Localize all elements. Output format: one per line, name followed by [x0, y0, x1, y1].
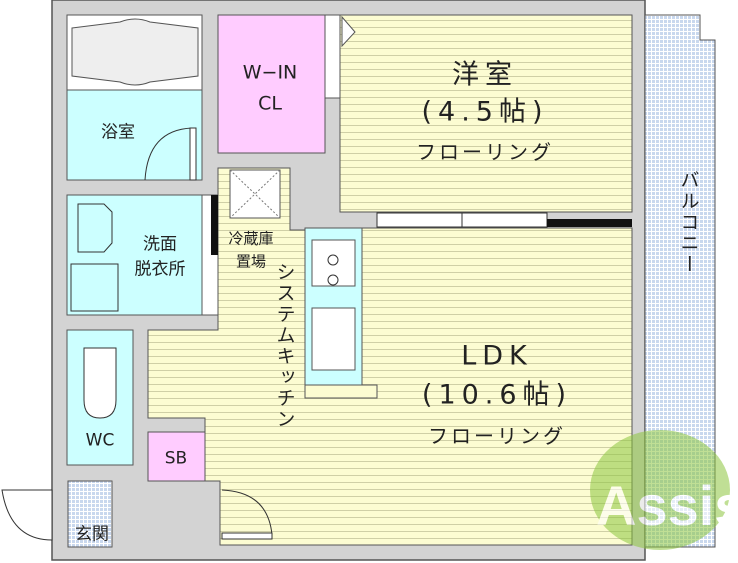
logo-text: Assist — [596, 474, 738, 537]
walk-in-closet — [217, 14, 326, 154]
assist-logo: Assist — [590, 430, 738, 550]
bathroom — [66, 89, 203, 181]
closet-label-1: W−IN — [242, 61, 298, 84]
entrance-tile — [67, 480, 113, 548]
ldk-size: (10.6帖) — [421, 379, 573, 411]
western-room-name: 洋室 — [452, 59, 518, 91]
fridge-space — [229, 169, 281, 219]
balcony-label: バルコニー — [677, 170, 700, 275]
door-swing — [144, 127, 193, 181]
sliding-door-3 — [547, 219, 632, 227]
sink — [311, 307, 356, 371]
entrance-door — [1, 489, 53, 541]
closet-label-2: CL — [258, 92, 282, 115]
stove — [311, 239, 356, 287]
ldk-floor-type: フローリング — [428, 424, 566, 448]
closet-door — [324, 14, 341, 99]
washroom-label-2: 脱衣所 — [134, 259, 186, 280]
washer-icon — [70, 263, 119, 312]
sliding-door-2 — [461, 212, 548, 228]
bathtub-icon — [71, 18, 199, 86]
sliding-door-1 — [376, 212, 463, 228]
fridge-label-2: 置場 — [235, 252, 267, 271]
kitchen-label: システムキッチン — [273, 262, 296, 430]
wc-label: WC — [85, 430, 115, 451]
fridge-label-1: 冷蔵庫 — [228, 229, 274, 248]
door-mark — [341, 15, 356, 48]
western-room-floor: フローリング — [416, 140, 554, 164]
western-room — [339, 14, 633, 213]
bathroom-label: 浴室 — [101, 122, 135, 143]
toilet-icon — [83, 347, 117, 419]
ldk-name: LDK — [461, 340, 533, 372]
washroom-label-1: 洗面 — [143, 234, 177, 255]
entrance-label: 玄関 — [75, 524, 109, 545]
western-room-size: (4.5帖) — [421, 96, 549, 128]
ldk-floor — [147, 167, 633, 546]
shoe-box — [147, 431, 206, 482]
sb-label: SB — [164, 448, 188, 469]
vanity-icon — [77, 203, 113, 253]
